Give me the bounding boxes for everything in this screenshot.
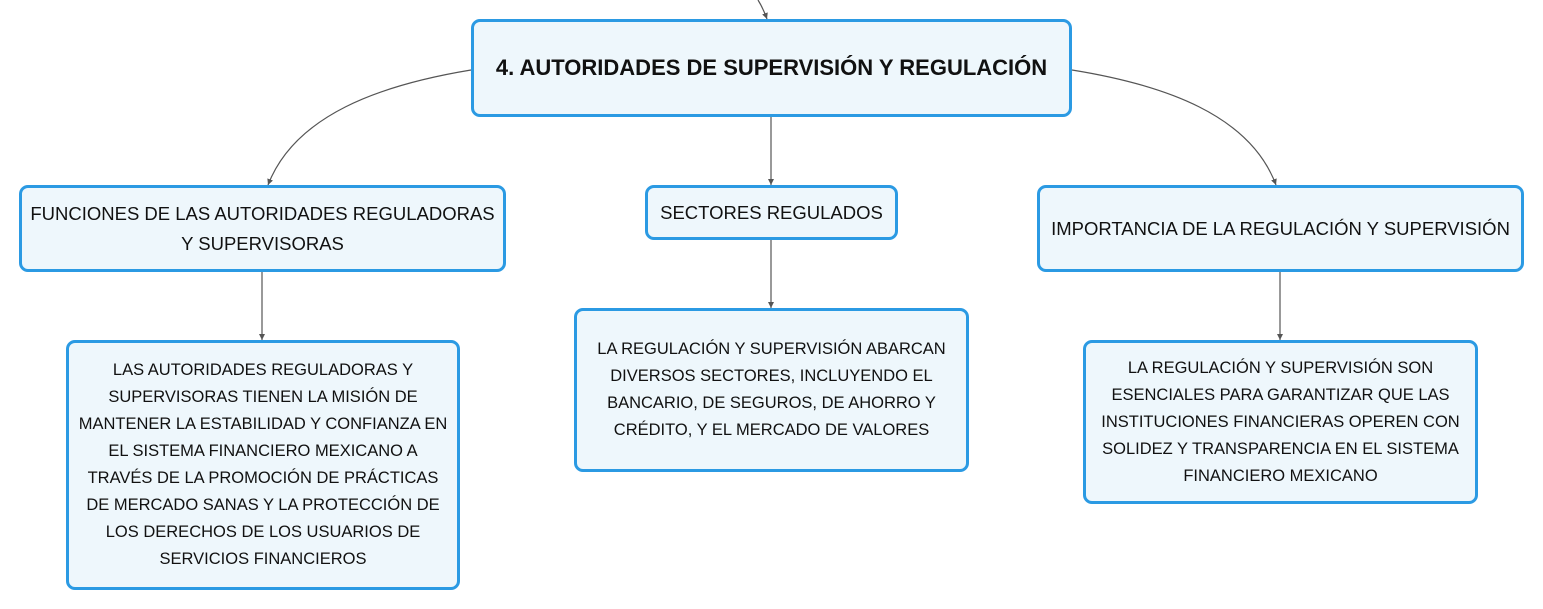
node-sectores-detail-text: LA REGULACIÓN Y SUPERVISIÓN ABARCAN DIVE… — [597, 340, 946, 439]
node-funciones-detail[interactable]: LAS AUTORIDADES REGULADORAS Y SUPERVISOR… — [66, 340, 460, 590]
node-funciones-label: FUNCIONES DE LAS AUTORIDADES REGULADORAS… — [30, 202, 495, 254]
root-node[interactable]: 4. AUTORIDADES DE SUPERVISIÓN Y REGULACI… — [471, 19, 1072, 117]
connector-root-to-importancia — [1071, 69, 1277, 186]
node-importancia-detail-text: LA REGULACIÓN Y SUPERVISIÓN SON ESENCIAL… — [1101, 358, 1460, 485]
connector-incoming — [757, 0, 768, 20]
node-importancia-detail[interactable]: LA REGULACIÓN Y SUPERVISIÓN SON ESENCIAL… — [1083, 340, 1478, 504]
connector-root-to-funciones — [267, 69, 472, 186]
node-sectores-label: SECTORES REGULADOS — [660, 201, 883, 223]
node-sectores[interactable]: SECTORES REGULADOS — [645, 185, 898, 240]
root-node-label: 4. AUTORIDADES DE SUPERVISIÓN Y REGULACI… — [495, 55, 1048, 80]
node-importancia-label: IMPORTANCIA DE LA REGULACIÓN Y SUPERVISI… — [1051, 217, 1510, 239]
node-funciones-detail-text: LAS AUTORIDADES REGULADORAS Y SUPERVISOR… — [78, 361, 448, 568]
node-funciones[interactable]: FUNCIONES DE LAS AUTORIDADES REGULADORAS… — [19, 185, 506, 272]
node-importancia[interactable]: IMPORTANCIA DE LA REGULACIÓN Y SUPERVISI… — [1037, 185, 1524, 272]
node-sectores-detail[interactable]: LA REGULACIÓN Y SUPERVISIÓN ABARCAN DIVE… — [574, 308, 969, 472]
